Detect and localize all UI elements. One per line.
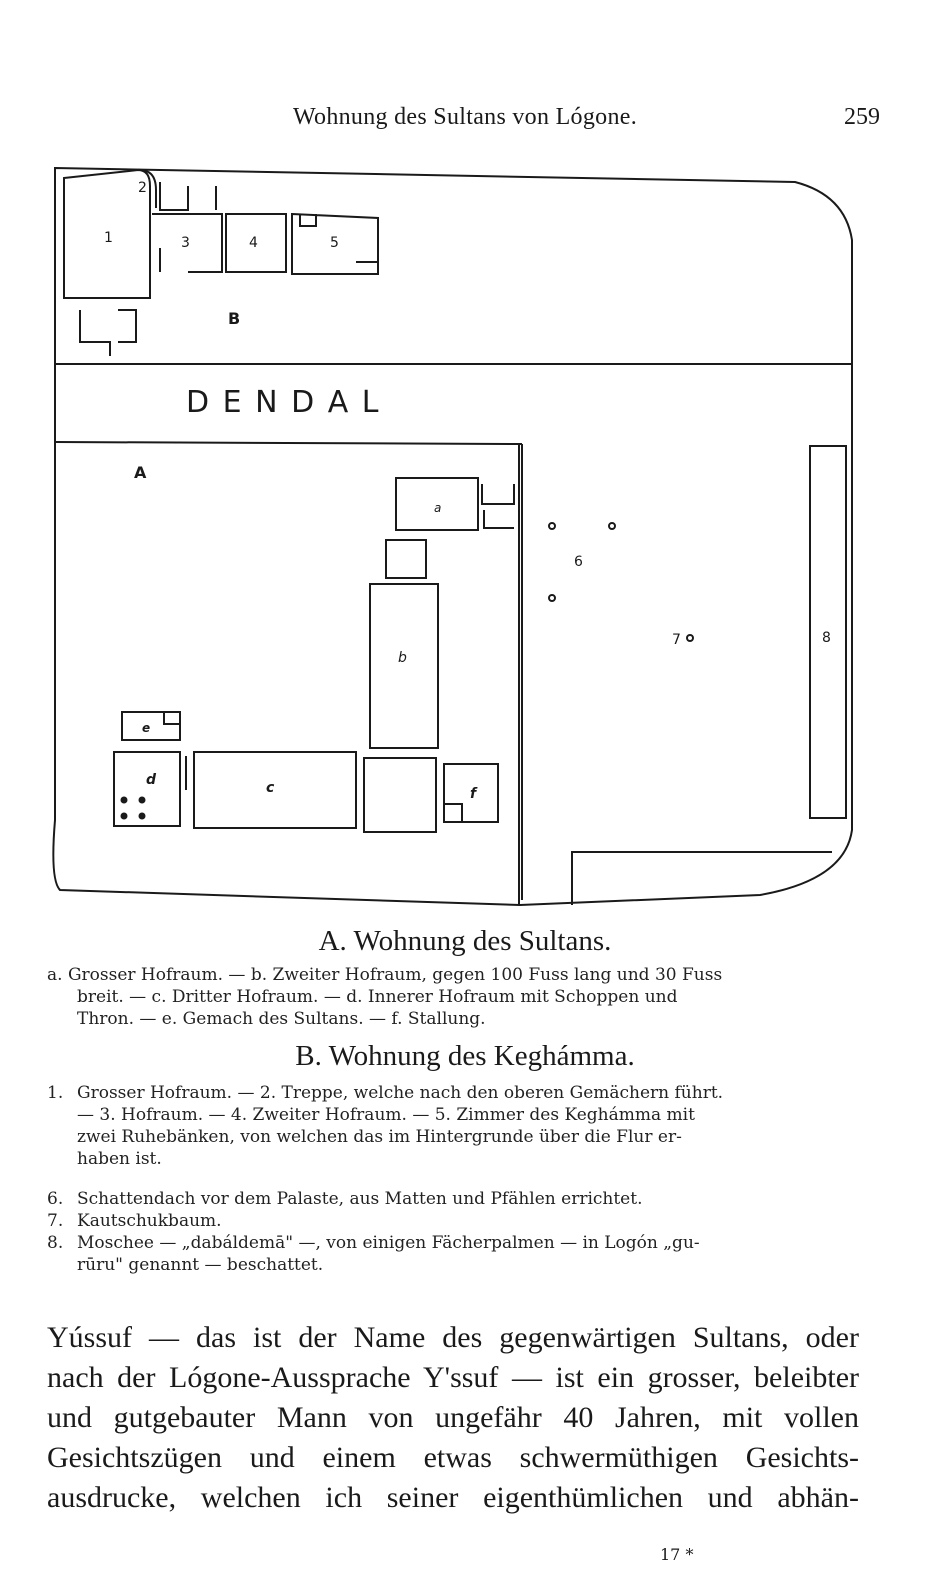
- label-6: 6: [574, 554, 583, 570]
- room-a: [395, 477, 515, 531]
- label-room-2: 2: [138, 180, 147, 196]
- label-room-1: 1: [104, 230, 113, 246]
- caption-b-legend: 1. Grosser Hofraum. — 2. Treppe, welche …: [47, 1082, 859, 1282]
- caption-a-heading: A. Wohnung des Sultans.: [318, 925, 612, 957]
- legend-number: 8.: [47, 1233, 64, 1253]
- room-4: [225, 213, 287, 273]
- label-7: 7: [672, 632, 681, 648]
- building-bottom-right: [571, 851, 832, 905]
- label-room-a: a: [434, 501, 441, 515]
- room-3: [152, 182, 223, 273]
- mosque-8: [809, 445, 847, 819]
- body-line: und gutgebauter Mann von ungefähr 40 Jah…: [47, 1401, 859, 1434]
- legend-a-line: a. Grosser Hofraum. — b. Zweiter Hofraum…: [47, 965, 723, 985]
- legend-line: Grosser Hofraum. — 2. Treppe, welche nac…: [77, 1083, 724, 1103]
- label-room-e: e: [142, 721, 150, 735]
- legend-line: — 3. Hofraum. — 4. Zweiter Hofraum. — 5.…: [77, 1105, 695, 1125]
- body-paragraph: Yússuf — das ist der Name des gegenwärti…: [47, 1318, 859, 1518]
- label-room-f: f: [470, 786, 478, 802]
- label-room-b: b: [398, 650, 407, 666]
- gate-b: [79, 309, 137, 356]
- body-line: Yússuf — das ist der Name des gegenwärti…: [47, 1321, 859, 1354]
- palace-plan-figure: 1 2 3 4 5 B D E N D A L A a b c d e f 6 …: [52, 166, 853, 907]
- post-6a: [548, 522, 556, 530]
- body-line: Gesichtszügen und einem etwas schwermüth…: [47, 1441, 859, 1474]
- legend-line: haben ist.: [77, 1149, 162, 1169]
- legend-line: Schattendach vor dem Palaste, aus Matten…: [77, 1189, 643, 1209]
- room-c: [193, 751, 357, 829]
- legend-a-line: Thron. — e. Gemach des Sultans. — f. Sta…: [77, 1009, 486, 1029]
- passage-a-b: [385, 539, 427, 579]
- post-7-tree: [686, 634, 694, 642]
- room-2-stair: [135, 168, 157, 208]
- label-room-3: 3: [181, 235, 190, 251]
- label-8: 8: [822, 630, 831, 646]
- caption-b-heading: B. Wohnung des Keghámma.: [295, 1040, 635, 1072]
- body-line: ausdrucke, welchen ich seiner eigenthüml…: [47, 1481, 859, 1514]
- legend-line: Kautschukbaum.: [77, 1211, 222, 1231]
- label-room-5: 5: [330, 235, 339, 251]
- post-6b: [608, 522, 616, 530]
- legend-line: rūru" genannt — beschattet.: [77, 1255, 324, 1275]
- block-a-boundary: [518, 444, 523, 905]
- label-section-b: B: [228, 309, 240, 328]
- label-room-4: 4: [249, 235, 258, 251]
- room-e: [121, 711, 181, 741]
- legend-number: 1.: [47, 1083, 64, 1103]
- passage-c-f: [363, 757, 437, 833]
- plan-outer-boundary: [52, 166, 853, 907]
- room-5: [291, 212, 379, 275]
- legend-line: zwei Ruhebänken, von welchen das im Hint…: [77, 1127, 682, 1147]
- label-section-a: A: [134, 463, 147, 482]
- room-f: [443, 763, 499, 823]
- legend-number: 6.: [47, 1189, 64, 1209]
- post-6c: [548, 594, 556, 602]
- street-label: D E N D A L: [186, 385, 381, 420]
- body-line: nach der Lógone-Aussprache Y'ssuf — ist …: [47, 1361, 859, 1394]
- signature-mark: 17 *: [660, 1545, 694, 1564]
- room-d: [113, 751, 187, 827]
- page-number: 259: [844, 104, 880, 130]
- legend-a-line: breit. — c. Dritter Hofraum. — d. Innere…: [77, 987, 678, 1007]
- street-edge-bottom: [54, 441, 523, 445]
- legend-number: 7.: [47, 1211, 64, 1231]
- label-room-d: d: [146, 772, 157, 788]
- legend-line: Moschee — „dabáldemā" —, von einigen Fäc…: [77, 1233, 700, 1253]
- page-title: Wohnung des Sultans von Lógone.: [292, 104, 637, 130]
- room-b: [369, 583, 439, 749]
- label-room-c: c: [266, 780, 275, 796]
